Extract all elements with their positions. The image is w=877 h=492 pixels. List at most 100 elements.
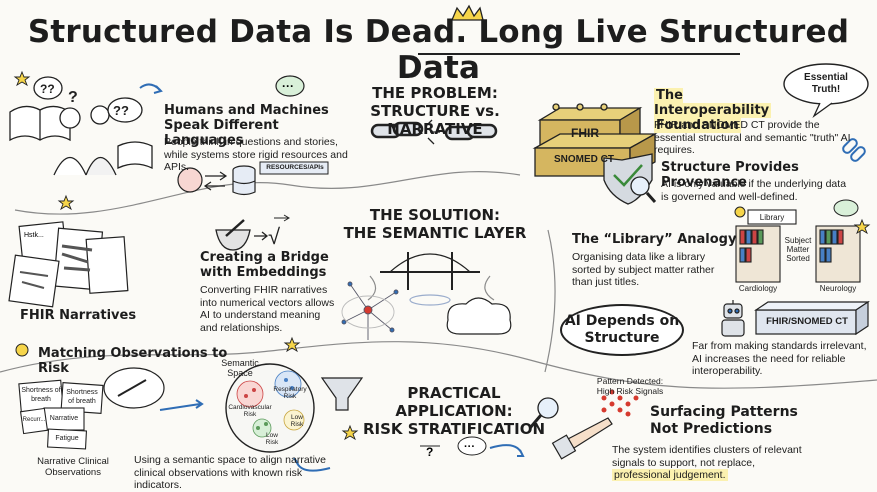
star-icons bbox=[13, 70, 871, 441]
solution-heading-line2: THE SEMANTIC LAYER bbox=[343, 224, 527, 242]
lightbulb-icon bbox=[734, 206, 746, 218]
patterns-body-highlight: professional judgement. bbox=[612, 469, 728, 481]
solution-heading-line1: THE SOLUTION: bbox=[369, 206, 501, 224]
obs-label-line1: Narrative Clinical bbox=[37, 456, 109, 467]
obs-card-3: Narrative bbox=[49, 415, 79, 422]
pattern-detected-line1: Pattern Detected: bbox=[596, 376, 664, 386]
fhir-snomed-blocks-icon bbox=[532, 103, 658, 178]
patterns-heading-line2: Not Predictions bbox=[650, 421, 773, 437]
speech-bubble-icon bbox=[275, 75, 305, 97]
resources-tag: RESOURCES/APIs bbox=[266, 164, 324, 171]
fhir-papers-icon bbox=[8, 221, 129, 308]
problem-heading: THE PROBLEM: STRUCTURE vs. NARRATIVE bbox=[340, 84, 530, 138]
bridge-body: Converting FHIR narratives into numerica… bbox=[200, 284, 335, 334]
problem-heading-line2: STRUCTURE vs. NARRATIVE bbox=[370, 102, 500, 138]
patterns-body-text: The system identifies clusters of releva… bbox=[612, 444, 802, 469]
svg-text:Hstk...: Hstk... bbox=[24, 232, 44, 239]
crown-icon bbox=[451, 4, 484, 21]
bridge-heading: Creating a Bridge with Embeddings bbox=[200, 250, 350, 280]
matching-body: Using a semantic space to align narrativ… bbox=[134, 454, 327, 491]
bridge-heading-line1: Creating a Bridge bbox=[200, 250, 329, 265]
ai-depends-body: Far from making standards irrelevant, AI… bbox=[692, 340, 867, 377]
patterns-heading: Surfacing Patterns Not Predictions bbox=[650, 404, 820, 438]
cloud-icon bbox=[446, 297, 512, 335]
provenance-heading: Structure Provides Provenance bbox=[661, 160, 799, 190]
standards-block-icon bbox=[754, 300, 870, 336]
interop-heading: The Interoperability Foundation bbox=[654, 88, 804, 133]
svg-text:??: ?? bbox=[113, 103, 129, 118]
cluster-cardio-label: Cardiovascular Risk bbox=[228, 404, 272, 418]
practical-heading: PRACTICAL APPLICATION: RISK STRATIFICATI… bbox=[354, 384, 554, 438]
pattern-detected-label: Pattern Detected: High Risk Signals bbox=[582, 376, 678, 396]
ai-depends-line2: Structure bbox=[584, 330, 660, 346]
lightbulb-icon bbox=[15, 343, 29, 357]
obs-card-2: Shortness of breath bbox=[66, 389, 98, 405]
observation-cards-icon bbox=[18, 379, 104, 450]
library-sign: Library bbox=[759, 213, 785, 222]
svg-text:···: ··· bbox=[282, 79, 294, 93]
ai-depends-line1: AI Depends on bbox=[564, 313, 680, 329]
cardiology-label: Cardiology bbox=[738, 284, 778, 293]
svg-text:??: ?? bbox=[40, 82, 55, 96]
fhir-narratives-label: FHIR Narratives bbox=[20, 308, 137, 323]
library-body: Organising data like a library sorted by… bbox=[572, 251, 715, 288]
patterns-heading-line1: Surfacing Patterns bbox=[650, 404, 798, 420]
practical-heading-line2: RISK STRATIFICATION bbox=[362, 420, 546, 438]
svg-text:?: ? bbox=[426, 445, 433, 459]
neurology-label: Neurology bbox=[819, 284, 857, 293]
interop-heading-line1: The Interoperability bbox=[654, 88, 772, 118]
obs-label: Narrative Clinical Observations bbox=[18, 456, 128, 478]
speech-bubble-icon bbox=[833, 199, 859, 217]
bridge-icon bbox=[367, 252, 495, 306]
solution-heading: THE SOLUTION: THE SEMANTIC LAYER bbox=[340, 206, 530, 242]
humans-heading: Humans and Machines Speak Different Lang… bbox=[164, 103, 354, 148]
essential-truth-label: Essential Truth! bbox=[804, 72, 848, 95]
svg-text:···: ··· bbox=[464, 441, 475, 453]
humans-body: People think in questions and stories, w… bbox=[164, 136, 348, 173]
pen-icon bbox=[117, 379, 147, 397]
obs-card-4: Fatigue bbox=[55, 435, 79, 442]
bridge-heading-line2: with Embeddings bbox=[200, 265, 327, 280]
chain-link-icon bbox=[842, 138, 866, 162]
obs-card-1: Shortness of breath bbox=[21, 387, 61, 403]
library-shelf-label: Subject Matter Sorted bbox=[784, 236, 812, 263]
risk-signals-dots bbox=[601, 389, 639, 417]
ai-depends-oval: AI Depends on Structure bbox=[560, 304, 684, 356]
library-heading: The “Library” Analogy bbox=[572, 232, 737, 247]
provenance-body: AI is only valuable if the underlying da… bbox=[661, 178, 847, 203]
fhir-block-label: FHIR bbox=[571, 126, 599, 140]
practical-heading-line1: PRACTICAL APPLICATION: bbox=[395, 384, 513, 420]
svg-text:?: ? bbox=[68, 89, 78, 106]
pattern-detected-line2: High Risk Signals bbox=[596, 386, 664, 396]
funnel-icon bbox=[320, 377, 364, 411]
semantic-space-label: Semantic Space bbox=[221, 358, 259, 378]
matching-heading: Matching Observations to Risk bbox=[38, 346, 228, 376]
vector-network-icon bbox=[341, 281, 399, 340]
svg-text:√: √ bbox=[268, 224, 281, 249]
pointing-hand-icon bbox=[551, 417, 613, 460]
library-shelves-icon bbox=[735, 209, 861, 283]
semantic-space-icon bbox=[225, 363, 315, 453]
page-title: Structured Data Is Dead. Long Live Struc… bbox=[27, 14, 850, 86]
cluster-resp-label: Respiratory Risk bbox=[273, 386, 307, 400]
mortar-vector-icon: √ bbox=[215, 214, 290, 251]
speech-bubble-icon bbox=[457, 436, 487, 456]
humans-heading-line2: Speak Different Languages bbox=[164, 118, 279, 148]
standards-tag: FHIR/SNOMED CT bbox=[766, 316, 848, 327]
problem-heading-line1: THE PROBLEM: bbox=[372, 84, 498, 102]
people-questions-icon: ?? ?? ? bbox=[9, 76, 163, 176]
snomed-block-label: SNOMED CT bbox=[554, 154, 614, 165]
robot-icon bbox=[721, 300, 745, 337]
cluster-low-label: Low Risk bbox=[265, 432, 279, 446]
cluster-low-label-2: Low Risk bbox=[290, 414, 304, 428]
shield-magnifier-icon bbox=[603, 153, 657, 205]
obs-label-line2: Observations bbox=[45, 467, 101, 478]
obs-card-5: Recurr... bbox=[22, 417, 46, 423]
humans-heading-line1: Humans and Machines bbox=[164, 103, 329, 118]
brain-database-icon bbox=[177, 165, 256, 196]
interop-body: FHIR and SNOMED CT provide the essential… bbox=[654, 119, 851, 156]
interop-heading-line2: Foundation bbox=[654, 118, 741, 133]
patterns-body: The system identifies clusters of releva… bbox=[612, 444, 802, 482]
magnifier-icon bbox=[528, 397, 559, 429]
